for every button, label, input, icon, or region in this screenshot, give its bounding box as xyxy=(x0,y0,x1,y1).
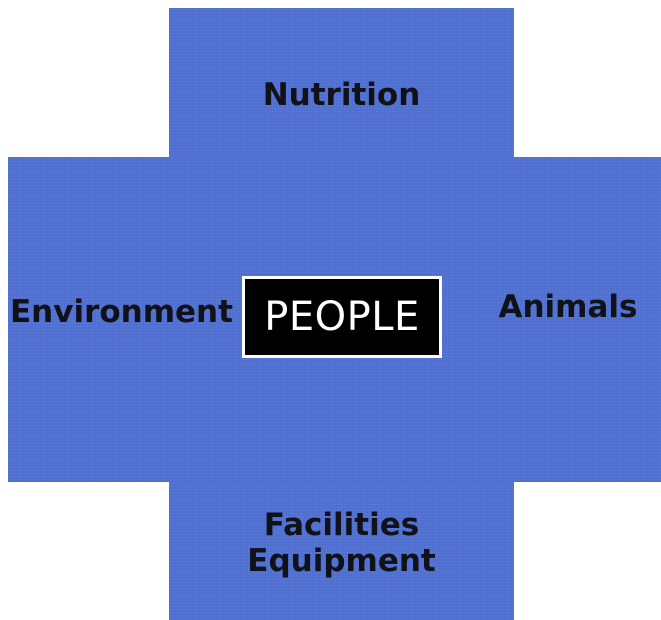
label-bottom-line-2: Equipment xyxy=(247,542,436,579)
label-top: Nutrition xyxy=(262,77,421,113)
label-right: Animals xyxy=(498,289,638,325)
label-bottom-line-1: Facilities xyxy=(263,507,420,543)
label-bottom: Facilities Equipment xyxy=(169,507,514,579)
center-label: PEOPLE xyxy=(264,294,420,340)
center-box: PEOPLE xyxy=(242,276,442,358)
label-left: Environment xyxy=(10,294,233,330)
cross-horizontal-arm xyxy=(8,157,661,482)
